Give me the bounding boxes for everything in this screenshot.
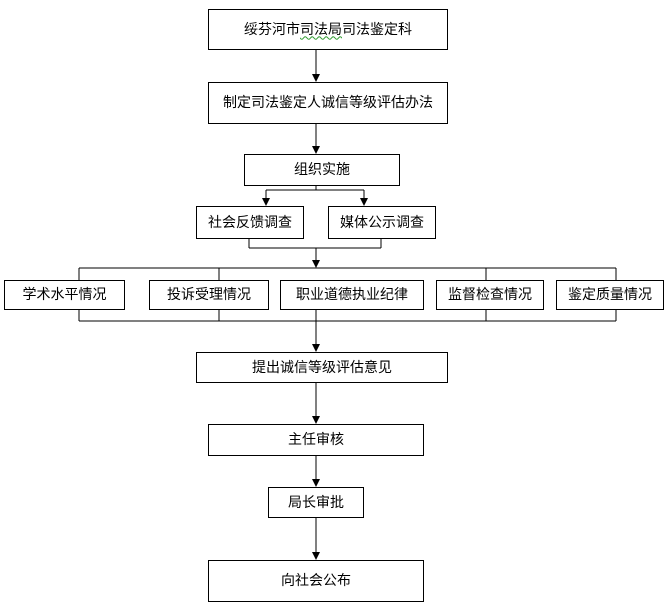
criteria-ethics-box: 职业道德执业纪律 [280, 280, 424, 310]
step-chief-approve-text: 局长审批 [288, 494, 344, 511]
title-prefix: 绥芬河市 [244, 21, 300, 38]
criteria-quality-text: 鉴定质量情况 [568, 287, 652, 303]
survey-media-box: 媒体公示调查 [328, 206, 436, 239]
step-organize-box: 组织实施 [244, 154, 400, 186]
criteria-academic-box: 学术水平情况 [4, 280, 125, 310]
survey-media-text: 媒体公示调查 [340, 214, 424, 231]
title-box: 绥芬河市司法局司法鉴定科 [208, 9, 448, 50]
title-underlined-text: 司法局 [300, 21, 342, 38]
criteria-ethics-text: 职业道德执业纪律 [296, 287, 408, 303]
step-opinion-text: 提出诚信等级评估意见 [252, 359, 392, 376]
criteria-complaint-box: 投诉受理情况 [149, 280, 269, 310]
criteria-supervision-box: 监督检查情况 [436, 280, 544, 310]
title-suffix: 司法鉴定科 [342, 21, 412, 38]
step-director-review-text: 主任审核 [288, 432, 344, 448]
step-chief-approve-box: 局长审批 [268, 487, 364, 518]
criteria-quality-box: 鉴定质量情况 [556, 280, 664, 310]
criteria-supervision-text: 监督检查情况 [448, 287, 532, 303]
step-publish-text: 向社会公布 [281, 573, 351, 589]
survey-social-box: 社会反馈调查 [196, 206, 304, 239]
step-opinion-box: 提出诚信等级评估意见 [196, 352, 448, 383]
step-method-box: 制定司法鉴定人诚信等级评估办法 [208, 82, 448, 124]
step-organize-text: 组织实施 [294, 162, 350, 178]
criteria-complaint-text: 投诉受理情况 [167, 287, 251, 303]
criteria-academic-text: 学术水平情况 [22, 287, 107, 303]
step-method-text: 制定司法鉴定人诚信等级评估办法 [223, 95, 433, 111]
step-director-review-box: 主任审核 [208, 424, 424, 456]
step-publish-box: 向社会公布 [208, 560, 424, 602]
survey-social-text: 社会反馈调查 [208, 214, 292, 231]
